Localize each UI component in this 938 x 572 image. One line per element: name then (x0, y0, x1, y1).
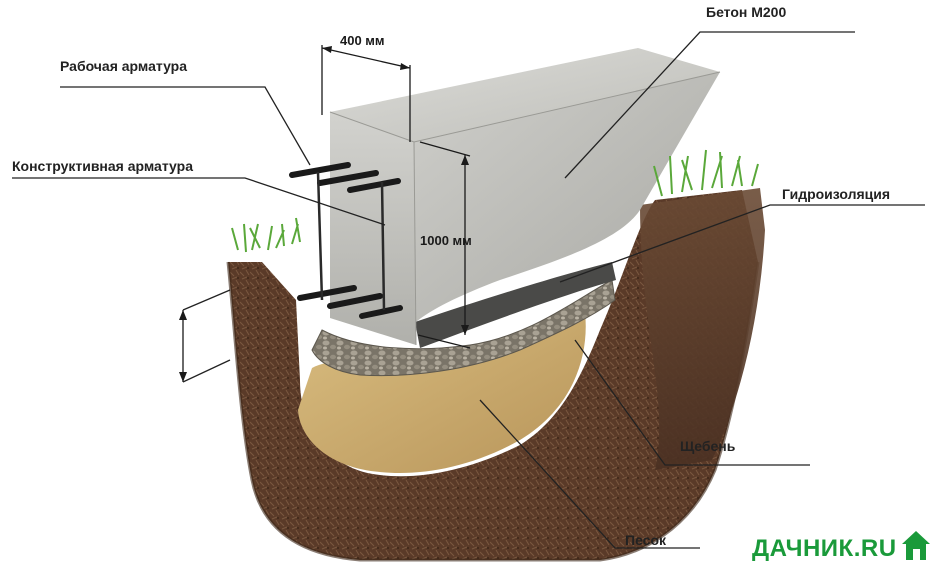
concrete-front-face (330, 112, 416, 345)
house-icon (902, 531, 930, 560)
grass-left (231, 217, 301, 253)
label-sand: Песок (625, 532, 667, 548)
leader-lines (12, 31, 925, 549)
dimension-lines (182, 45, 471, 382)
label-concrete: Бетон М200 (706, 4, 787, 20)
structural-rebar (316, 171, 386, 311)
brand-name: ДАЧНИК.RU (752, 535, 897, 562)
concrete-side-face (414, 72, 720, 322)
dimension-height-label: 1000 мм (420, 233, 472, 248)
dimension-arrows (179, 46, 469, 382)
label-structural-rebar: Конструктивная арматура (12, 158, 193, 174)
label-gravel: Щебень (680, 438, 736, 454)
label-waterproofing: Гидроизоляция (782, 186, 891, 202)
working-rebar (289, 162, 403, 319)
grass-right (653, 149, 759, 197)
dimension-width-label: 400 мм (340, 33, 385, 48)
soil-layer (228, 190, 758, 560)
soil-right-block (640, 188, 765, 470)
gravel-layer (311, 279, 616, 377)
label-working-rebar: Рабочая арматура (60, 58, 188, 74)
concrete-top-face (330, 48, 720, 142)
brand-logo: ДАЧНИК.RU (752, 532, 897, 566)
